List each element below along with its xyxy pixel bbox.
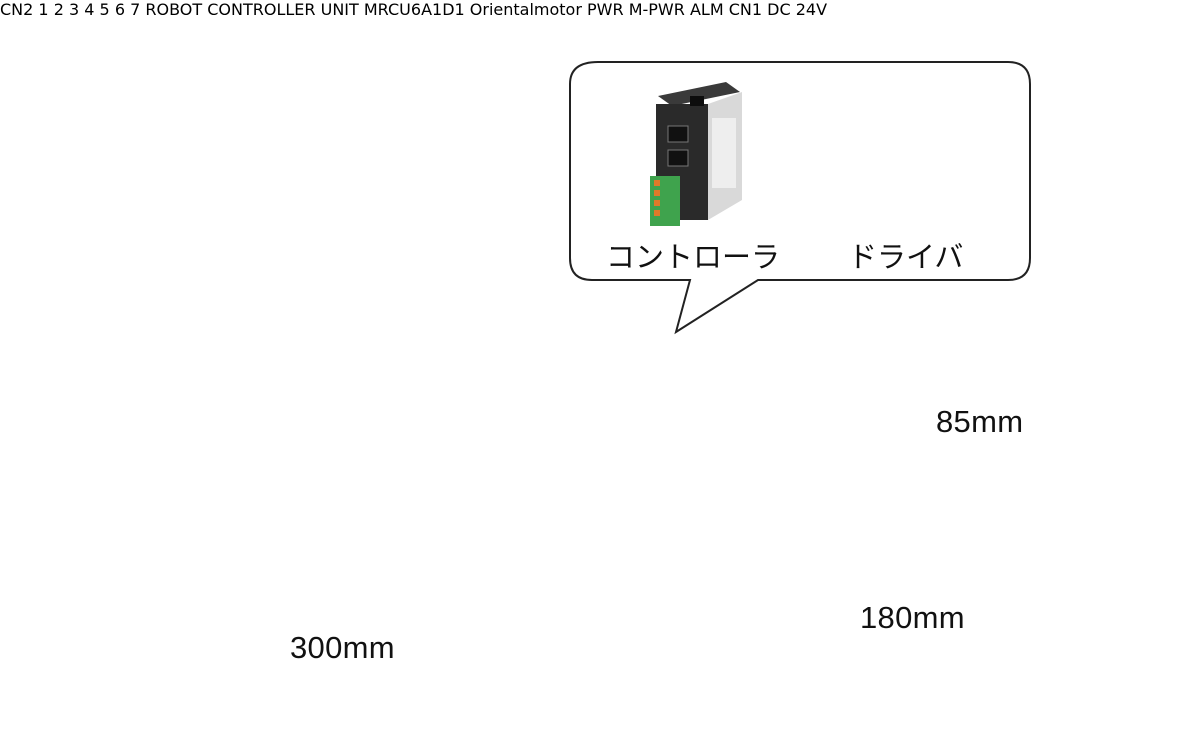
controller-caption: コントローラ	[606, 240, 781, 274]
led-label-alm: ALM	[689, 0, 724, 19]
led-label-pwr: PWR	[587, 0, 624, 19]
driver-caption: ドライバ	[848, 240, 964, 274]
port-label-3: 3	[68, 0, 80, 19]
controller-module-image	[650, 82, 742, 226]
port-label-4: 4	[84, 0, 95, 19]
callout-bubble	[569, 61, 1031, 335]
port-label-5: 5	[99, 0, 110, 19]
depth-dimension-text: 180mm	[860, 600, 965, 635]
port-label-cn2: CN2	[0, 0, 34, 19]
power-rating-label: DC 24V	[767, 0, 828, 19]
port-label-2: 2	[53, 0, 64, 19]
width-dimension-text: 300mm	[290, 630, 395, 665]
brand-logo-text: Orientalmotor	[469, 0, 582, 19]
power-connector-label: CN1	[728, 0, 763, 19]
height-dimension-text: 85mm	[936, 404, 1024, 439]
led-label-mpwr: M-PWR	[628, 0, 685, 19]
product-label: ROBOT CONTROLLER UNIT MRCU6A1D1	[145, 0, 469, 19]
model-line-text: ROBOT CONTROLLER UNIT	[145, 0, 359, 19]
port-label-1: 1	[38, 0, 49, 19]
port-label-6: 6	[114, 0, 126, 19]
model-number-text: MRCU6A1D1	[363, 0, 465, 19]
port-label-7: 7	[130, 0, 141, 19]
